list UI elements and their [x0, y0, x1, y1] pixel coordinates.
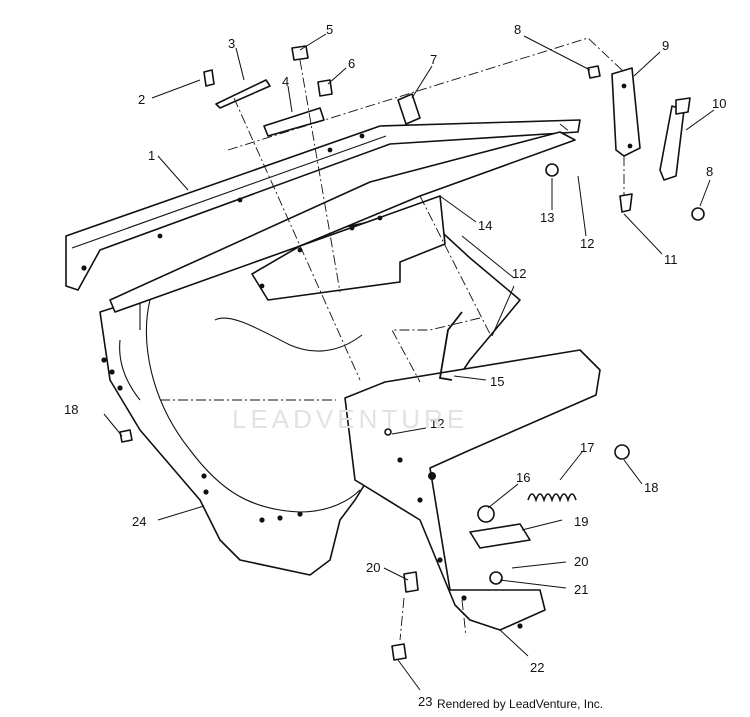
callout-20-right: 20 [574, 554, 588, 569]
link-arm [659, 97, 691, 181]
callout-21: 21 [574, 582, 588, 597]
callout-15: 15 [490, 374, 504, 389]
fasteners [119, 45, 705, 661]
clip [397, 93, 421, 125]
callout-5: 5 [326, 22, 333, 37]
callout-9: 9 [662, 38, 669, 53]
callout-11: 11 [664, 252, 678, 267]
callout-12-lower: 12 [430, 416, 444, 431]
assembly-lines [160, 37, 625, 641]
callout-4: 4 [282, 74, 289, 89]
callout-18-left: 18 [64, 402, 78, 417]
callout-12-mid-upper: 12 [512, 266, 526, 281]
callout-19: 19 [574, 514, 588, 529]
rendered-by-credit: Rendered by LeadVenture, Inc. [437, 697, 604, 711]
callout-14: 14 [478, 218, 492, 233]
callout-12-right: 12 [580, 236, 594, 251]
callout-7: 7 [430, 52, 437, 67]
callout-18-right: 18 [644, 480, 658, 495]
watermark: LEADVENTURE [232, 404, 469, 434]
trim-strip [109, 131, 576, 313]
callout-16: 16 [516, 470, 530, 485]
rail-bar [65, 119, 581, 291]
callout-13: 13 [540, 210, 554, 225]
callout-6: 6 [348, 56, 355, 71]
leader-lines [103, 33, 715, 691]
callout-23: 23 [418, 694, 432, 709]
callout-1: 1 [148, 148, 155, 163]
front-bracket [344, 349, 601, 631]
callout-10: 10 [712, 96, 726, 111]
callout-2: 2 [138, 92, 145, 107]
callout-8-right: 8 [706, 164, 713, 179]
callout-20-left: 20 [366, 560, 380, 575]
side-bracket [611, 67, 641, 157]
callout-3: 3 [228, 36, 235, 51]
latch-plate [469, 523, 531, 549]
callout-8-top: 8 [514, 22, 521, 37]
callout-22: 22 [530, 660, 544, 675]
body-panel [99, 211, 521, 576]
callout-24: 24 [132, 514, 146, 529]
callout-17: 17 [580, 440, 594, 455]
callout-labels: 1 2 3 4 5 6 7 8 8 9 10 11 12 12 12 12 13… [64, 22, 726, 709]
spring [527, 493, 577, 503]
small-plates [215, 79, 325, 137]
support-rod [438, 311, 463, 381]
